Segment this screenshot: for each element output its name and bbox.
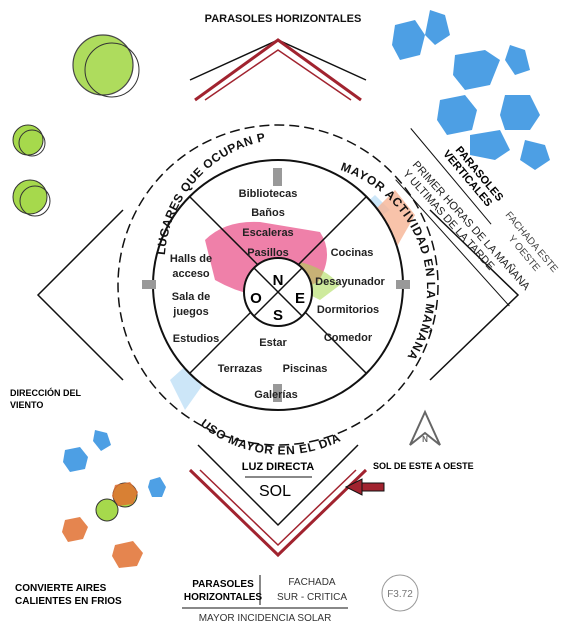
orange-shapes-bottom-left [62, 482, 143, 568]
north-arrow-icon: N [409, 409, 441, 446]
room-label: Desayunador [315, 276, 385, 288]
convierte-aires-label: CONVIERTE AIRES [15, 583, 107, 594]
rooms-south: Estar Terrazas Piscinas Galerías [218, 337, 328, 401]
red-chevron-bottom [188, 468, 368, 558]
sol-este-oeste-label: SOL DE ESTE A OESTE [373, 461, 474, 471]
sun-arrow-icon [344, 478, 385, 496]
room-label: acceso [172, 268, 210, 280]
compass-n: N [273, 272, 284, 289]
room-label: Bibliotecas [239, 188, 298, 200]
rooms-north: Bibliotecas Baños Escaleras Pasillos [239, 188, 298, 259]
room-label: Terrazas [218, 363, 262, 375]
red-chevron-top [194, 38, 362, 102]
room-label: Sala de [172, 291, 211, 303]
wind-direction-label: VIENTO [10, 400, 43, 410]
north-arrow-letter: N [422, 435, 428, 444]
compass-o: O [250, 290, 262, 307]
room-label: Pasillos [247, 247, 289, 259]
room-label: Estar [259, 337, 287, 349]
rooms-east: Cocinas Desayunador Dormitorios Comedor [315, 247, 385, 344]
room-label: Dormitorios [317, 304, 379, 316]
mayor-incidencia-label: MAYOR INCIDENCIA SOLAR [199, 613, 332, 624]
top-title: PARASOLES HORIZONTALES [205, 13, 362, 25]
rooms-west: Halls de acceso Sala de juegos Estudios [170, 253, 219, 345]
room-label: Baños [251, 207, 285, 219]
trees-top-left [12, 34, 140, 217]
compass-ticks [142, 168, 410, 402]
convierte-aires-label: CALIENTES EN FRIOS [15, 596, 122, 607]
room-label: Escaleras [242, 227, 293, 239]
dashed-outer-ring [117, 124, 439, 446]
figure-tag-circle [381, 574, 419, 612]
room-label: Galerías [254, 389, 297, 401]
wind-shapes-top-right [392, 10, 550, 170]
room-label: Estudios [173, 333, 219, 345]
room-label: juegos [172, 306, 208, 318]
room-label: Halls de [170, 253, 212, 265]
room-label: Piscinas [283, 363, 328, 375]
luz-directa-label: LUZ DIRECTA [242, 461, 315, 473]
wind-shapes-bottom-left [63, 430, 166, 497]
arc-text-bottom: USO MAYOR EN EL DIA [198, 416, 343, 457]
figure-tag: F3.72 [387, 589, 413, 600]
fachada-este-label-group: FACHADA ESTE Y OESTE [503, 210, 560, 275]
parasoles-horizontales-label: PARASOLES [192, 579, 254, 590]
room-label: Cocinas [331, 247, 374, 259]
sol-label: SOL [259, 483, 291, 500]
sun-wedge-ne [360, 190, 415, 250]
wind-direction-label: DIRECCIÓN DEL [10, 387, 82, 398]
fachada-sur-label: FACHADA [288, 577, 336, 588]
compass-e: E [295, 290, 305, 307]
parasoles-horizontales-label: HORIZONTALES [184, 592, 262, 603]
fachada-sur-label: SUR - CRITICA [277, 592, 347, 603]
compass-s: S [273, 307, 283, 324]
room-label: Comedor [324, 332, 373, 344]
